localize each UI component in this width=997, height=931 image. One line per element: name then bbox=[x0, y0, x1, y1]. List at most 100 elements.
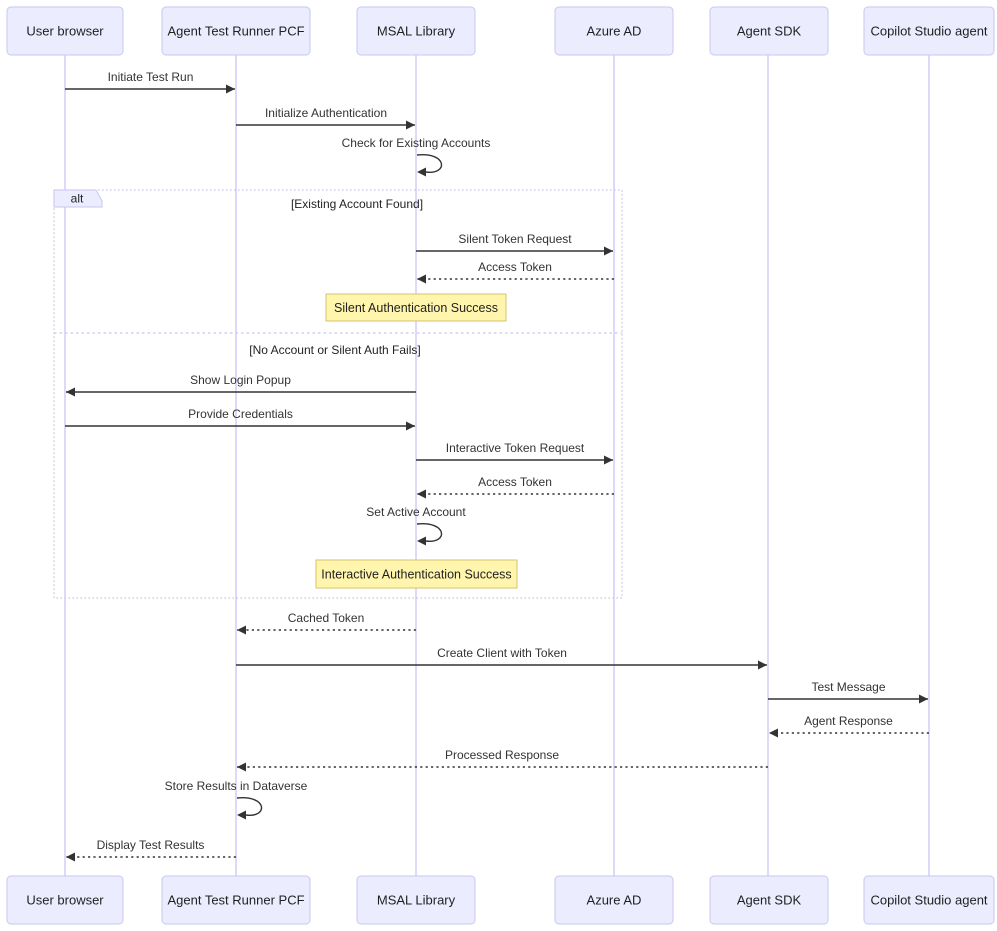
message-arrowhead bbox=[237, 625, 246, 635]
message-arrowhead bbox=[226, 84, 235, 94]
message-label: Initialize Authentication bbox=[265, 106, 387, 120]
participant-label: User browser bbox=[26, 23, 104, 38]
participant-box[interactable] bbox=[6, 875, 124, 925]
message-label: Access Token bbox=[478, 475, 552, 489]
message-arrowhead bbox=[758, 660, 767, 670]
message-arrowhead bbox=[66, 852, 75, 862]
message-label: Cached Token bbox=[288, 611, 365, 625]
note-label: Interactive Authentication Success bbox=[321, 567, 511, 581]
lifelines-group bbox=[64, 55, 930, 876]
message-label: Processed Response bbox=[445, 748, 559, 762]
participant-msal-top[interactable]: MSAL Library bbox=[356, 6, 476, 56]
participant-box[interactable] bbox=[709, 875, 829, 925]
self-loop-path bbox=[236, 797, 263, 816]
participant-box[interactable] bbox=[863, 875, 995, 925]
message-arrowhead bbox=[237, 762, 246, 772]
self-loop-path bbox=[416, 154, 443, 173]
participant-label: Azure AD bbox=[587, 892, 642, 907]
participant-pcf-top[interactable]: Agent Test Runner PCF bbox=[161, 6, 311, 56]
participant-label: MSAL Library bbox=[377, 892, 456, 907]
message-4: Silent Token Request bbox=[416, 232, 613, 256]
message-arrowhead bbox=[417, 489, 426, 499]
participant-browser-top[interactable]: User browser bbox=[6, 6, 124, 56]
message-7: Provide Credentials bbox=[65, 407, 415, 431]
alt-condition-label: [No Account or Silent Auth Fails] bbox=[249, 343, 420, 357]
message-9: Access Token bbox=[417, 475, 614, 499]
message-10: Set Active Account bbox=[366, 505, 466, 546]
message-arrowhead bbox=[417, 536, 426, 546]
message-17: Display Test Results bbox=[66, 838, 236, 862]
participant-box[interactable] bbox=[554, 6, 674, 56]
note-box bbox=[315, 559, 518, 589]
fragments-group: alt [Existing Account Found] [No Account o… bbox=[53, 189, 623, 599]
message-arrowhead bbox=[66, 387, 75, 397]
message-5: Access Token bbox=[417, 260, 614, 284]
message-3: Check for Existing Accounts bbox=[342, 136, 491, 177]
alt-condition-label: [Existing Account Found] bbox=[291, 197, 423, 211]
alt-keyword-label: alt bbox=[71, 192, 84, 206]
message-label: Access Token bbox=[478, 260, 552, 274]
message-11: Cached Token bbox=[237, 611, 416, 635]
participant-box[interactable] bbox=[863, 6, 995, 56]
note-box bbox=[325, 293, 507, 322]
participant-box[interactable] bbox=[554, 875, 674, 925]
message-label: Set Active Account bbox=[366, 505, 466, 519]
message-label: Check for Existing Accounts bbox=[342, 136, 491, 150]
note-2: Interactive Authentication Success bbox=[315, 559, 518, 589]
message-arrowhead bbox=[604, 455, 613, 465]
message-arrowhead bbox=[417, 167, 426, 177]
message-label: Show Login Popup bbox=[190, 373, 291, 387]
message-arrowhead bbox=[406, 421, 415, 431]
participant-msal-bottom[interactable]: MSAL Library bbox=[356, 875, 476, 925]
participant-aad-top[interactable]: Azure AD bbox=[554, 6, 674, 56]
message-label: Agent Response bbox=[804, 714, 893, 728]
participant-label: Copilot Studio agent bbox=[870, 23, 987, 38]
message-label: Initiate Test Run bbox=[108, 70, 194, 84]
participant-copilot-bottom[interactable]: Copilot Studio agent bbox=[863, 875, 995, 925]
message-label: Silent Token Request bbox=[458, 232, 572, 246]
message-2: Initialize Authentication bbox=[236, 106, 415, 130]
participant-sdk-top[interactable]: Agent SDK bbox=[709, 6, 829, 56]
participant-label: Agent SDK bbox=[737, 23, 802, 38]
message-label: Create Client with Token bbox=[437, 646, 567, 660]
participant-box[interactable] bbox=[161, 6, 311, 56]
participant-label: Agent Test Runner PCF bbox=[167, 892, 304, 907]
notes-group: Silent Authentication SuccessInteractive… bbox=[315, 293, 518, 589]
message-arrowhead bbox=[406, 120, 415, 130]
note-label: Silent Authentication Success bbox=[334, 301, 498, 315]
actors-bottom-group: User browser Agent Test Runner PCF MSAL Li… bbox=[6, 875, 995, 925]
message-label: Store Results in Dataverse bbox=[165, 779, 308, 793]
message-14: Agent Response bbox=[769, 714, 929, 738]
participant-browser-bottom[interactable]: User browser bbox=[6, 875, 124, 925]
message-label: Provide Credentials bbox=[188, 407, 293, 421]
participant-pcf-bottom[interactable]: Agent Test Runner PCF bbox=[161, 875, 311, 925]
participant-box[interactable] bbox=[709, 6, 829, 56]
message-15: Processed Response bbox=[237, 748, 768, 772]
participant-box[interactable] bbox=[161, 875, 311, 925]
participant-box[interactable] bbox=[356, 6, 476, 56]
participant-label: MSAL Library bbox=[377, 23, 456, 38]
participant-label: Agent Test Runner PCF bbox=[167, 23, 304, 38]
message-8: Interactive Token Request bbox=[416, 441, 613, 465]
note-1: Silent Authentication Success bbox=[325, 293, 507, 322]
message-label: Display Test Results bbox=[97, 838, 205, 852]
participant-copilot-top[interactable]: Copilot Studio agent bbox=[863, 6, 995, 56]
message-6: Show Login Popup bbox=[66, 373, 416, 397]
message-13: Test Message bbox=[768, 680, 928, 704]
participant-label: User browser bbox=[26, 892, 104, 907]
participant-box[interactable] bbox=[356, 875, 476, 925]
actors-top-group: User browser Agent Test Runner PCF MSAL Li… bbox=[6, 6, 995, 56]
participant-label: Agent SDK bbox=[737, 892, 802, 907]
message-label: Test Message bbox=[811, 680, 885, 694]
alt-fragment-frame bbox=[53, 189, 623, 599]
participant-aad-bottom[interactable]: Azure AD bbox=[554, 875, 674, 925]
participant-box[interactable] bbox=[6, 6, 124, 56]
alt-fragment-tab bbox=[53, 189, 103, 208]
message-arrowhead bbox=[417, 274, 426, 284]
message-arrowhead bbox=[769, 728, 778, 738]
message-arrowhead bbox=[919, 694, 928, 704]
message-label: Interactive Token Request bbox=[446, 441, 585, 455]
participant-sdk-bottom[interactable]: Agent SDK bbox=[709, 875, 829, 925]
